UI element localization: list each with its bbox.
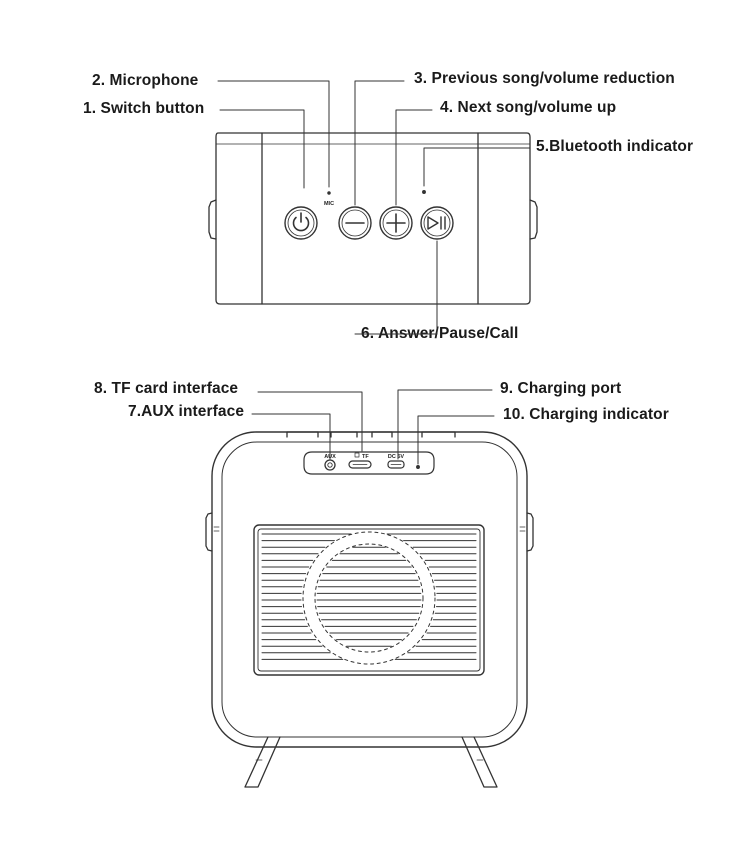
aux-jack[interactable] xyxy=(324,459,336,471)
speaker-legs xyxy=(244,736,498,788)
mic-mark: MIC xyxy=(324,201,334,207)
woofer-ring xyxy=(302,531,436,665)
power-button[interactable] xyxy=(284,206,318,240)
bluetooth-indicator-dot xyxy=(422,190,426,194)
leader-lines-front xyxy=(251,389,495,465)
label-microphone: 2. Microphone xyxy=(92,72,199,89)
port-panel xyxy=(303,451,435,475)
label-next-song: 4. Next song/volume up xyxy=(440,99,617,116)
dc-mark: DC 5V xyxy=(388,454,405,460)
label-switch-button: 1. Switch button xyxy=(83,100,205,117)
tf-card-slot[interactable] xyxy=(348,460,372,469)
tf-mark: TF xyxy=(362,454,369,460)
woofer-ring xyxy=(314,543,424,653)
label-bluetooth-indicator: 5.Bluetooth indicator xyxy=(536,138,694,155)
label-aux: 7.AUX interface xyxy=(128,403,245,420)
next-button[interactable] xyxy=(379,206,413,240)
speaker-grille xyxy=(253,524,485,676)
tf-card-icon xyxy=(354,452,360,458)
label-charging-indicator: 10. Charging indicator xyxy=(503,406,669,423)
plus-icon xyxy=(386,213,406,233)
front-view xyxy=(205,389,534,788)
label-previous-song: 3. Previous song/volume reduction xyxy=(414,70,675,87)
charging-port[interactable] xyxy=(387,460,405,469)
play-pause-icon xyxy=(427,216,446,230)
charging-indicator-dot xyxy=(416,465,420,469)
label-tf-card: 8. TF card interface xyxy=(94,380,239,397)
previous-button[interactable] xyxy=(338,206,372,240)
aux-mark: AUX xyxy=(324,454,336,460)
label-answer-pause-call: 6. Answer/Pause/Call xyxy=(361,325,519,342)
play-pause-button[interactable] xyxy=(420,206,454,240)
power-icon xyxy=(292,212,310,232)
label-charging-port: 9. Charging port xyxy=(500,380,622,397)
leader-lines-top xyxy=(217,80,531,335)
top-view xyxy=(208,80,538,335)
microphone-hole xyxy=(327,191,331,195)
